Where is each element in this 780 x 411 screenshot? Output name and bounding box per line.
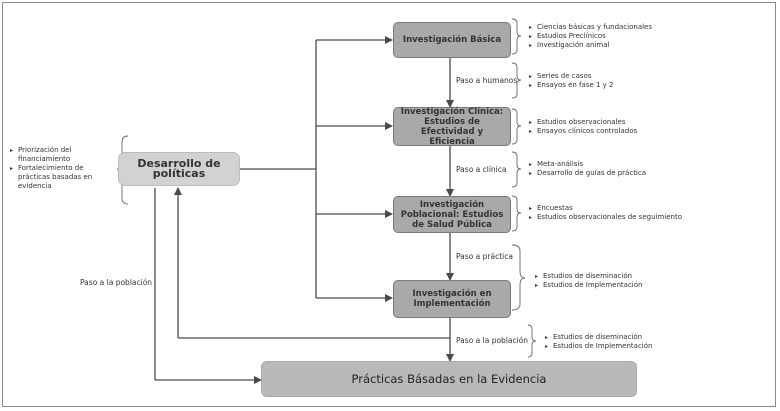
list-item: Meta-análisis (529, 160, 646, 169)
list-clinica: Estudios observacionales Ensayos clínico… (529, 118, 637, 136)
box-investigacion-poblacional-label: Investigación Poblacional: Estudios de S… (400, 199, 504, 230)
list-poblacion: Estudios de diseminación Estudios de Imp… (545, 333, 652, 351)
list-humanos: Series de casos Ensayos en fase 1 y 2 (529, 72, 614, 90)
label-paso-poblacion-center: Paso a la población (456, 336, 529, 345)
list-practica: Estudios de diseminación Estudios de Imp… (535, 272, 642, 290)
list-item: Estudios de Implementación (535, 281, 642, 290)
brace-basica (511, 18, 522, 55)
list-item: Estudios observacionales de seguimiento (529, 213, 682, 222)
list-item: Ciencias básicas y fundacionales (529, 23, 652, 32)
box-investigacion-basica-label: Investigación Básica (402, 35, 502, 45)
list-item: Investigación animal (529, 41, 652, 50)
list-clinica-paso: Meta-análisis Desarrollo de guías de prá… (529, 160, 646, 178)
list-item: Desarrollo de guías de práctica (529, 169, 646, 178)
brace-clinica (511, 108, 522, 145)
list-policy: Priorización del financiamiento Fortalec… (10, 146, 108, 191)
list-item: Encuestas (529, 204, 682, 213)
list-poblacional: Encuestas Estudios observacionales de se… (529, 204, 682, 222)
list-item: Series de casos (529, 72, 614, 81)
box-investigacion-clinica-label: Investigación Clínica: Estudios de Efect… (400, 106, 504, 147)
list-item: Ensayos en fase 1 y 2 (529, 81, 614, 90)
box-desarrollo-politicas-label: Desarrollo de políticas (137, 157, 221, 180)
list-item: Estudios de diseminación (545, 333, 652, 342)
list-item: Estudios de Implementación (545, 342, 652, 351)
box-investigacion-clinica: Investigación Clínica: Estudios de Efect… (393, 106, 511, 147)
diagram-frame (2, 2, 776, 407)
brace-poblacion (527, 324, 537, 358)
brace-practica (511, 244, 526, 311)
box-investigacion-implementacion-label: Investigación en Implementación (412, 289, 492, 309)
box-desarrollo-politicas: Desarrollo de políticas (118, 152, 240, 186)
brace-humanos (511, 62, 522, 99)
label-paso-clinica: Paso a clínica (456, 165, 507, 174)
brace-policy (116, 135, 129, 205)
label-paso-poblacion-left: Paso a la población (80, 278, 153, 287)
list-item: Estudios Preclínicos (529, 32, 652, 41)
list-item: Fortalecimiento de prácticas basadas en … (10, 164, 108, 191)
brace-poblacional (511, 195, 522, 232)
box-investigacion-poblacional: Investigación Poblacional: Estudios de S… (393, 196, 511, 233)
box-investigacion-basica: Investigación Básica (393, 22, 511, 58)
box-practicas-evidencia-label: Prácticas Básadas en la Evidencia (351, 372, 547, 386)
list-basica: Ciencias básicas y fundacionales Estudio… (529, 23, 652, 50)
box-practicas-evidencia: Prácticas Básadas en la Evidencia (261, 361, 637, 397)
list-item: Estudios observacionales (529, 118, 637, 127)
list-item: Ensayos clínicos controlados (529, 127, 637, 136)
box-investigacion-implementacion: Investigación en Implementación (393, 280, 511, 318)
label-paso-humanos: Paso a humanos (456, 76, 518, 85)
list-item: Estudios de diseminación (535, 272, 642, 281)
brace-clinica-paso (511, 151, 522, 188)
list-item: Priorización del financiamiento (10, 146, 108, 164)
label-paso-practica: Paso a práctica (456, 252, 513, 261)
